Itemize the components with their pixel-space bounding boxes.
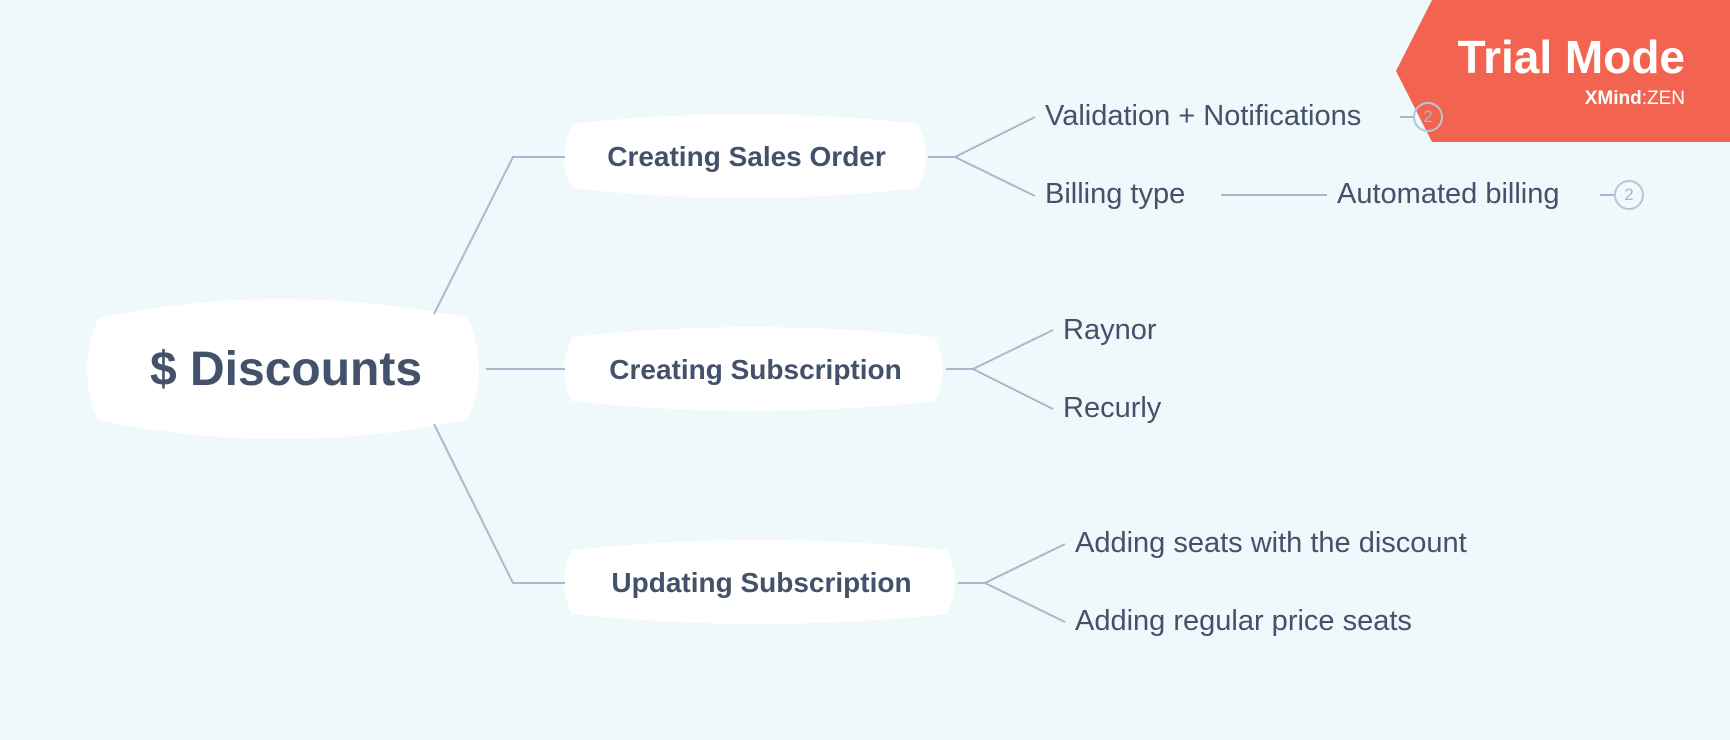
connector-central-to-sales-order [433,156,565,315]
trial-mode-banner [1396,0,1730,142]
main-topic-creating-subscription[interactable]: Creating Subscription [609,354,902,385]
connector-sales-order-to-billing-type [954,156,1036,197]
subtopic-billing-type[interactable]: Billing type [1045,178,1186,210]
connector-central-to-updating-subscription [433,423,565,584]
brand-edition: ZEN [1647,88,1685,109]
topic-count-badge[interactable]: 2 [1413,102,1443,132]
main-topic-shape-updating-subscription [564,540,955,624]
main-topic-creating-sales-order[interactable]: Creating Sales Order [607,141,886,172]
topic-count-badge[interactable]: 2 [1614,180,1644,210]
main-topic-shape-sales-order [564,114,926,198]
xmind-zen-logo: XMind:ZEN [1500,88,1685,110]
brand-separator: : [1641,88,1647,109]
trial-mode-title: Trial Mode [1457,31,1685,83]
brand-name: XMind [1584,88,1642,109]
connector-subscription-to-recurly [972,368,1054,410]
connector-subscription-to-raynor [946,329,1054,370]
connector-updating-to-adding-seats-discount [958,543,1066,584]
subtopic-raynor[interactable]: Raynor [1063,314,1157,346]
subtopic-adding-regular-price-seats[interactable]: Adding regular price seats [1075,605,1412,637]
connector-updating-to-adding-regular-seats [984,582,1066,623]
subtopic-adding-seats-discount[interactable]: Adding seats with the discount [1075,527,1467,559]
subtopic-automated-billing[interactable]: Automated billing [1337,178,1560,210]
subtopic-recurly[interactable]: Recurly [1063,392,1162,424]
central-topic-shape [87,299,479,439]
subtopic-validation-notifications[interactable]: Validation + Notifications [1045,100,1362,132]
connector-sales-order-to-validation [928,116,1036,158]
main-topic-updating-subscription[interactable]: Updating Subscription [611,567,912,598]
central-topic[interactable]: $ Discounts [149,342,423,396]
main-topic-shape-creating-subscription [564,327,943,411]
